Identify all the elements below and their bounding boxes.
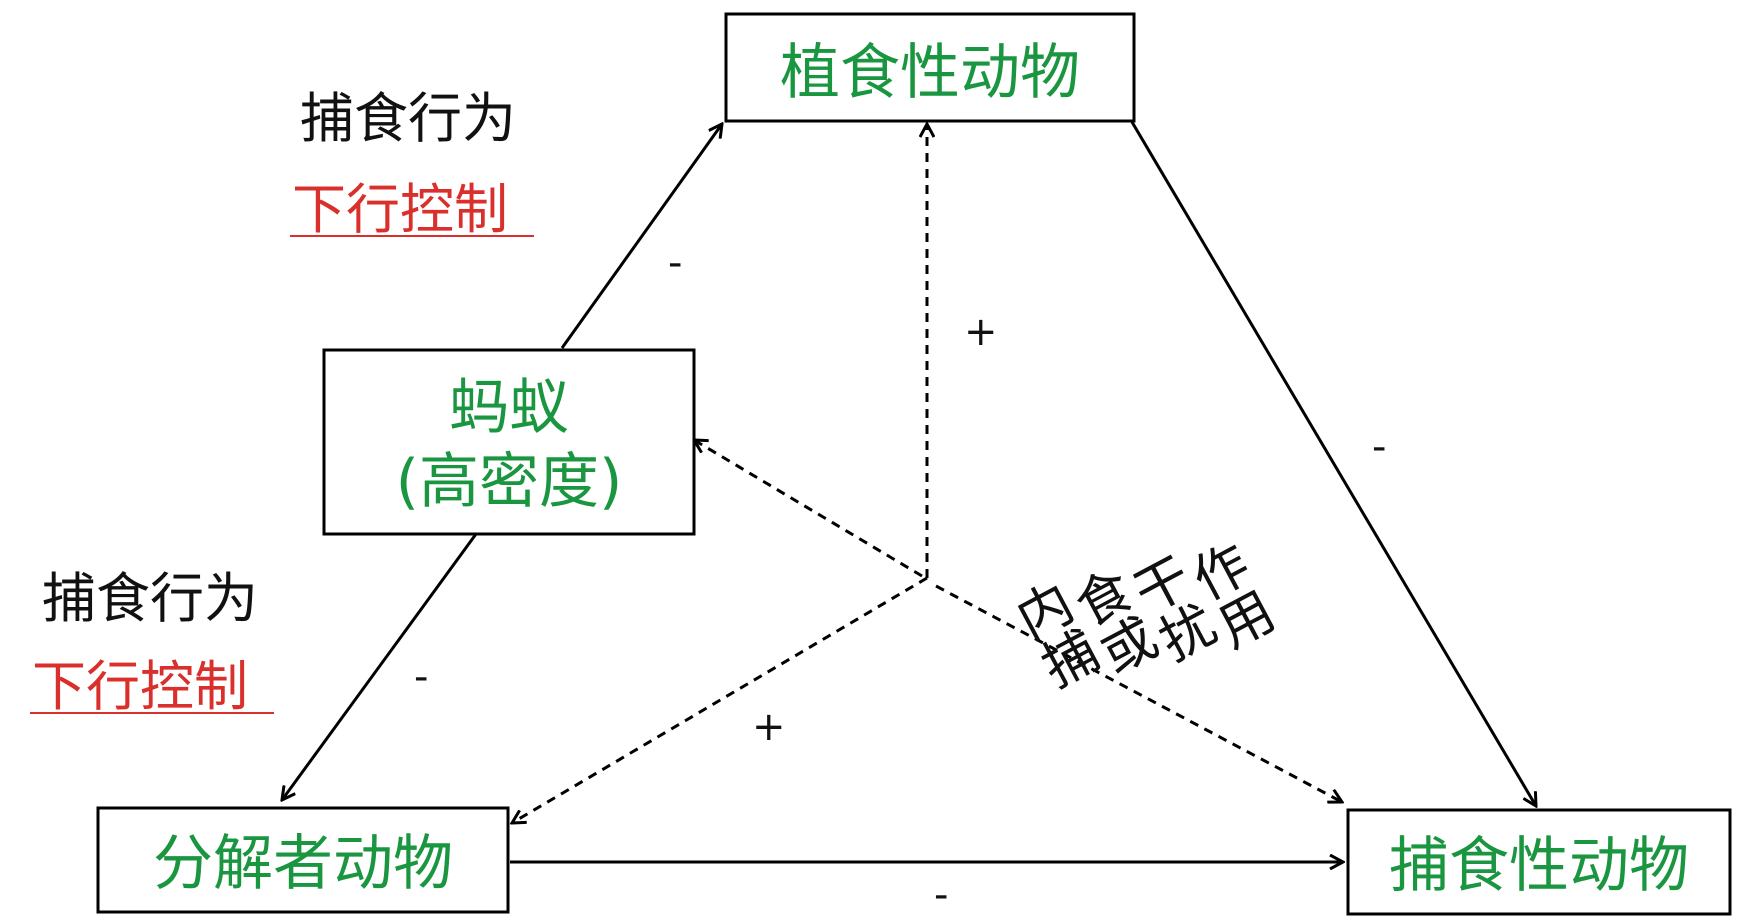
node-ants-label-line2: (高密度) xyxy=(396,447,623,517)
sign-ants-to-decomposer: - xyxy=(414,654,428,700)
node-decomposer-label: 分解者动物 xyxy=(153,829,453,899)
label-intraguild: 内捕 食或 干扰 作用 xyxy=(999,534,1281,698)
sign-center-to-decomposer: + xyxy=(752,704,786,750)
edge-center-to-decomposer xyxy=(512,576,928,823)
node-predator: 捕食性动物 xyxy=(1346,808,1732,916)
edge-ants-to-decomposer xyxy=(282,533,478,800)
label-predation-bottom: 捕食行为 xyxy=(42,567,258,630)
edge-ants-to-herbivore xyxy=(560,124,722,349)
label-predation-top: 捕食行为 xyxy=(300,87,516,150)
edge-ants-to-predator-dashed xyxy=(935,584,1342,802)
node-ants-label-line1: 蚂蚁 xyxy=(449,373,569,443)
sign-center-to-herbivore: + xyxy=(964,309,998,355)
label-topdown-bottom: 下行控制 xyxy=(32,655,248,718)
node-predator-label: 捕食性动物 xyxy=(1389,831,1689,901)
edge-herbivore-to-predator xyxy=(1130,121,1536,806)
sign-herbivore-to-predator: - xyxy=(1372,424,1386,470)
edge-center-to-ants-dashed xyxy=(694,440,923,578)
node-herbivore-label: 植食性动物 xyxy=(780,38,1080,108)
sign-ants-to-herbivore: - xyxy=(668,240,682,286)
sign-decomposer-to-predator: - xyxy=(934,872,948,918)
node-ants: 蚂蚁 (高密度) xyxy=(322,348,696,536)
node-decomposer: 分解者动物 xyxy=(96,806,510,914)
node-herbivore: 植食性动物 xyxy=(724,12,1136,123)
label-topdown-top: 下行控制 xyxy=(292,178,508,241)
